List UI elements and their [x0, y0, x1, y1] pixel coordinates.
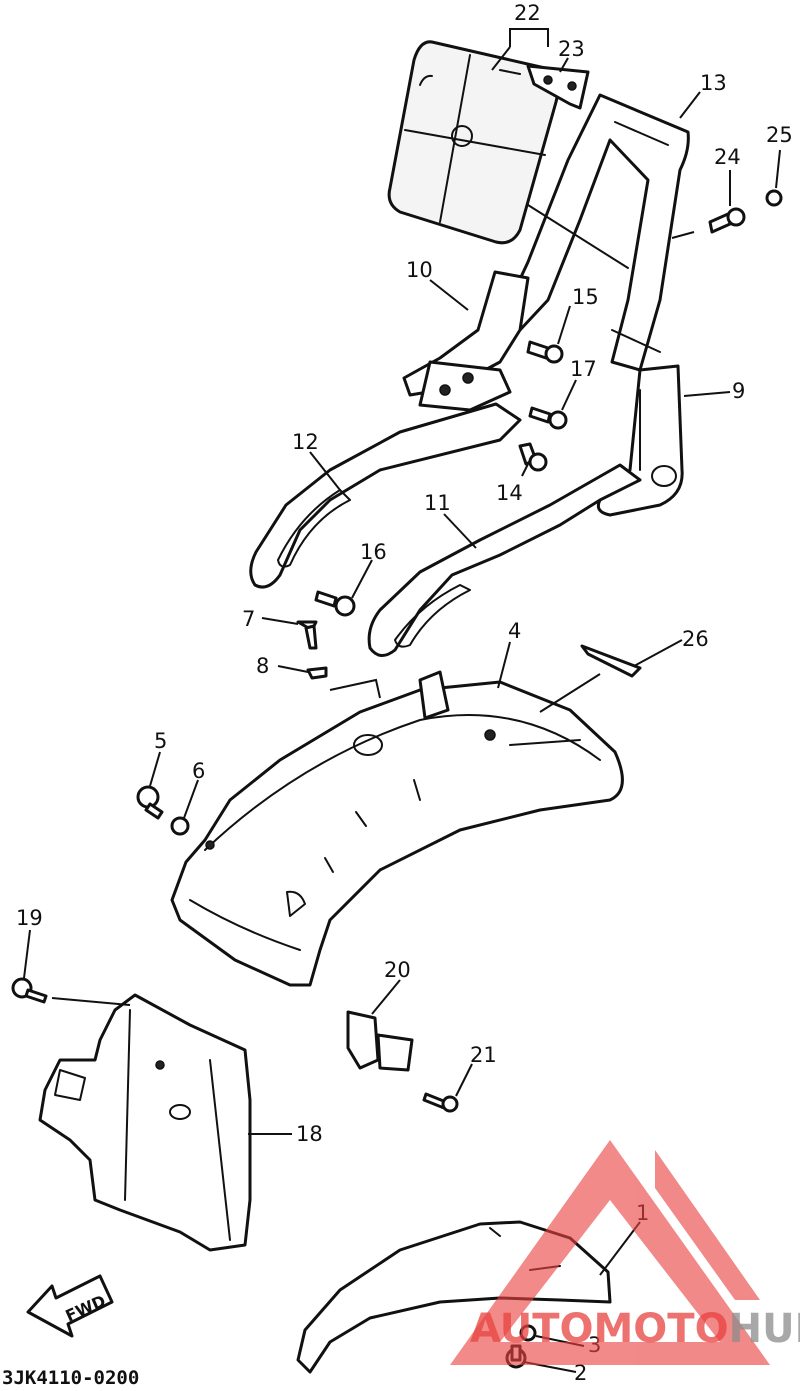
callout-17: 17 — [570, 357, 597, 381]
bolt-24 — [708, 207, 746, 234]
screw-7 — [296, 620, 318, 650]
diagram-code: 3JK4110-0200 — [2, 1367, 139, 1389]
leader-lines — [23, 28, 781, 1373]
watermark-triangle-icon — [450, 1140, 770, 1365]
callout-26: 26 — [682, 627, 709, 651]
callout-9: 9 — [732, 379, 745, 403]
reflector-bracket — [346, 1010, 414, 1072]
bolt-14 — [518, 442, 548, 472]
callout-23: 23 — [558, 37, 585, 61]
callout-22: 22 — [514, 1, 541, 25]
grab-bar-right — [367, 463, 642, 657]
bolt-5 — [136, 785, 164, 820]
callout-11: 11 — [424, 491, 451, 515]
bolt-17 — [528, 406, 568, 430]
callout-12: 12 — [292, 430, 319, 454]
nut-25 — [765, 189, 783, 207]
backrest-pad — [387, 40, 560, 245]
callout-19: 19 — [16, 906, 43, 930]
callout-16: 16 — [360, 540, 387, 564]
callout-2: 2 — [574, 1361, 587, 1385]
callout-15: 15 — [572, 285, 599, 309]
clip-8 — [306, 666, 328, 680]
grab-bar-left — [249, 402, 522, 589]
bolt-15 — [526, 340, 564, 364]
watermark-inner-triangle-icon — [655, 1150, 760, 1300]
side-cover — [596, 364, 684, 517]
callout-6: 6 — [192, 759, 205, 783]
nut-3 — [519, 1324, 537, 1342]
watermark-logo — [450, 1140, 770, 1365]
callout-5: 5 — [154, 729, 167, 753]
callout-8: 8 — [256, 654, 269, 678]
callout-24: 24 — [714, 145, 741, 169]
nut-6 — [170, 816, 190, 836]
callout-25: 25 — [766, 123, 793, 147]
fwd-arrow: FWD — [26, 1274, 114, 1338]
rear-fender — [170, 670, 624, 987]
watermark-text-auto: AUTO — [470, 1306, 594, 1352]
callout-21: 21 — [470, 1043, 497, 1067]
callout-20: 20 — [384, 958, 411, 982]
callout-13: 13 — [700, 71, 727, 95]
screw-21 — [422, 1092, 459, 1113]
callout-4: 4 — [508, 619, 521, 643]
callout-7: 7 — [242, 607, 255, 631]
bolt-16 — [314, 590, 356, 617]
callout-10: 10 — [406, 258, 433, 282]
callout-14: 14 — [496, 481, 523, 505]
watermark-wordmark: AUTOMOTOHUB — [470, 1306, 800, 1352]
bolt-19 — [11, 977, 48, 1004]
callout-18: 18 — [296, 1122, 323, 1146]
svg-text:AUTOMOTOHUB: AUTOMOTOHUB — [470, 1306, 800, 1352]
watermark-text-moto: MOTO — [594, 1306, 729, 1352]
inner-fender — [38, 993, 252, 1252]
caution-label — [580, 644, 642, 678]
backrest-bracket — [402, 270, 530, 412]
backrest-bracket-plate — [526, 64, 590, 110]
watermark-text-hub: HUB — [729, 1306, 800, 1352]
